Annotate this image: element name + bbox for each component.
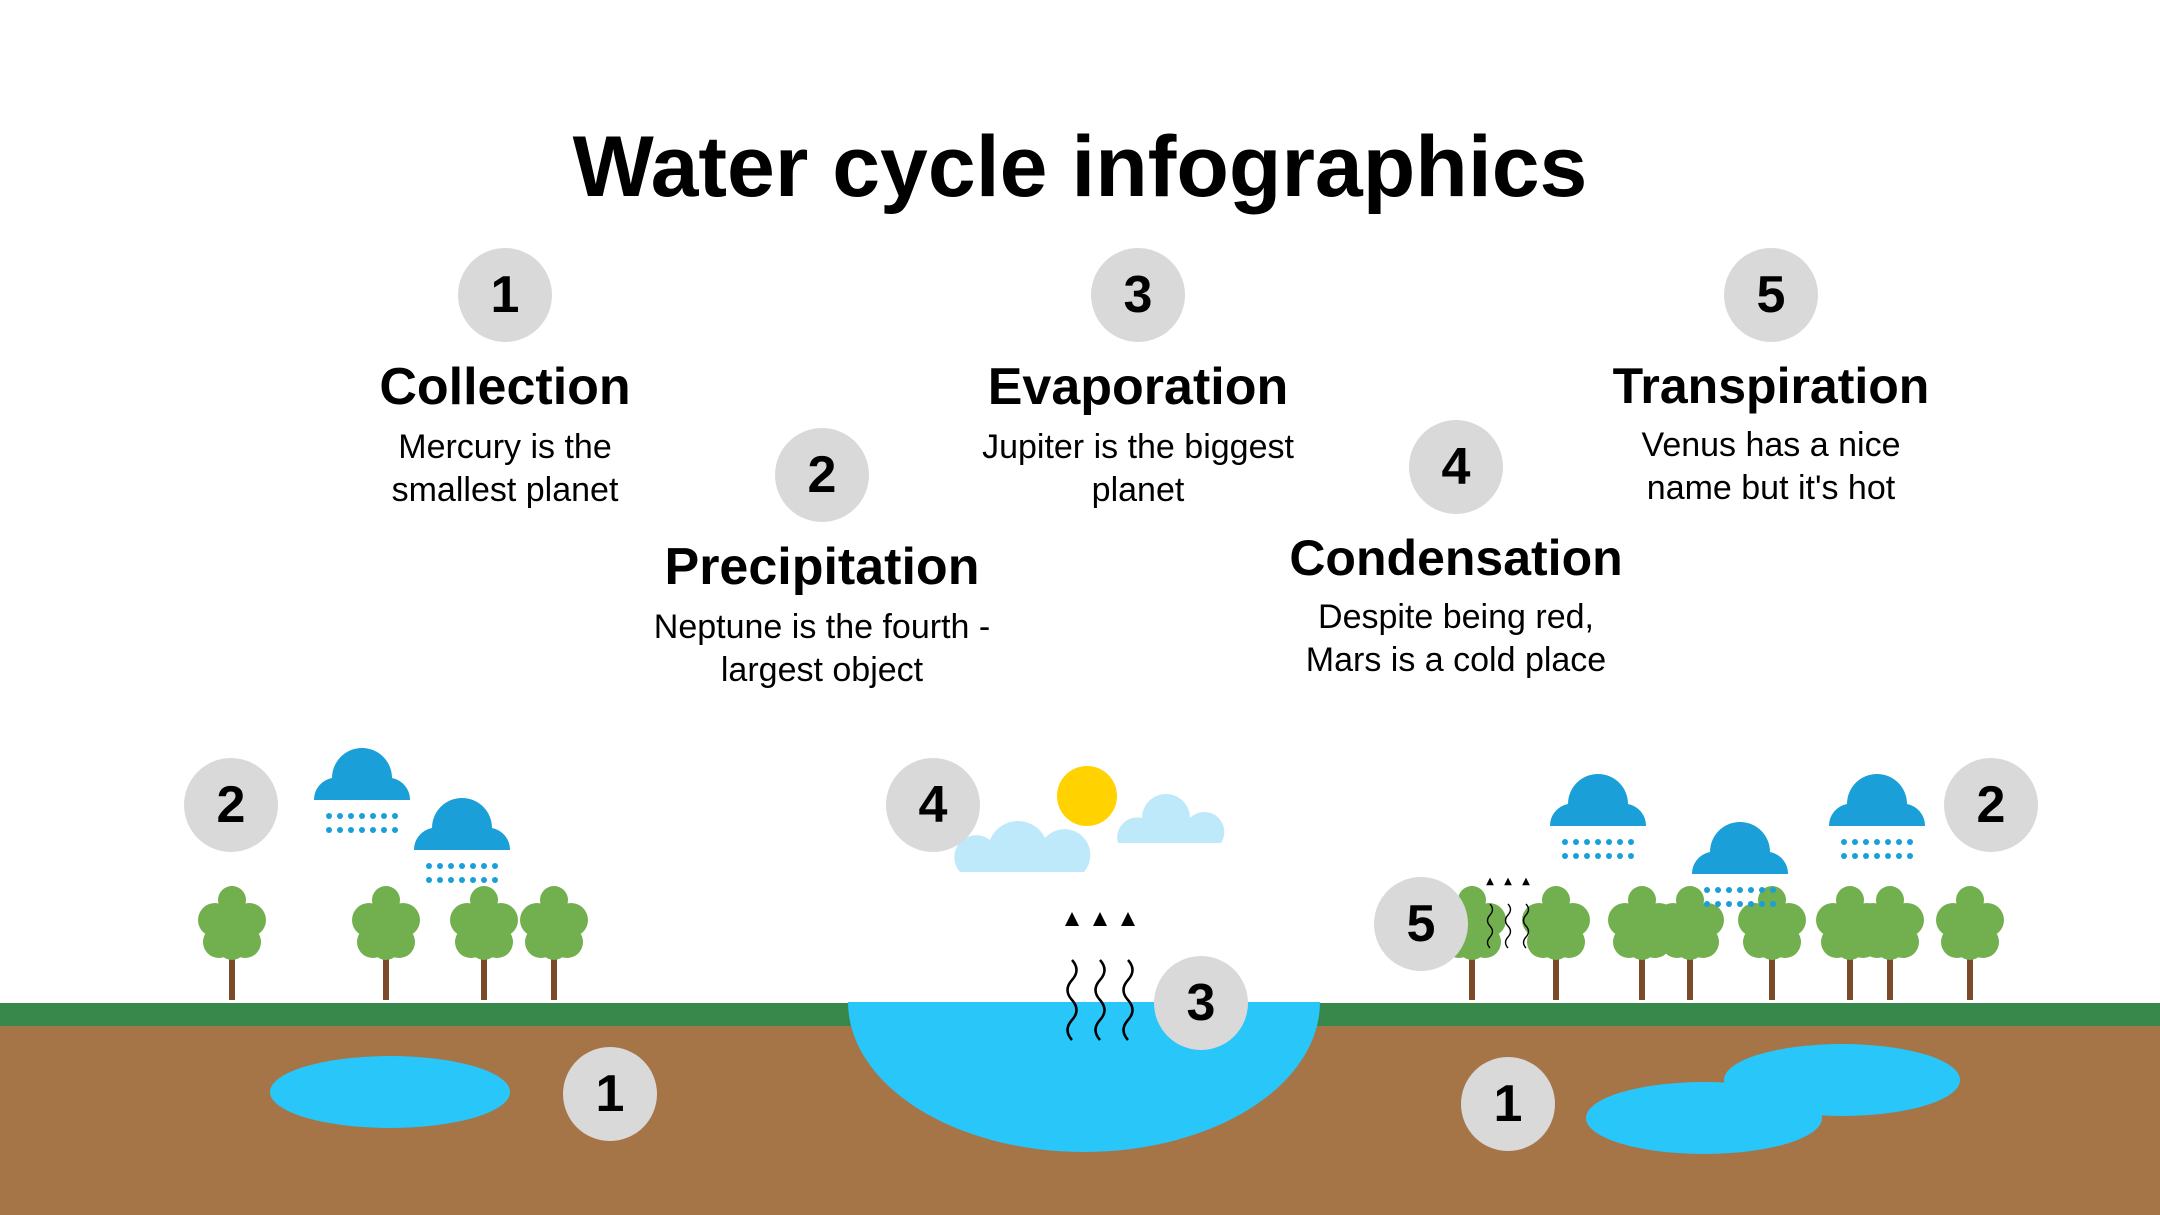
step-description: Neptune is the fourth -largest object [653,608,991,690]
tree-icon [198,886,266,1000]
step-number-badge: 5 [1724,248,1818,342]
page-title: Water cycle infographics [572,119,1588,215]
scene-badge-evaporation: 3 [1154,956,1248,1050]
step-title: Collection [379,358,631,416]
step-precipitation: 2 Precipitation Neptune is the fourth -l… [622,428,1022,692]
scene-badge-collection: 1 [1461,1057,1555,1151]
tree-icon [450,886,518,1000]
step-description: Mercury is the smallest planet [391,428,619,510]
cloud-icon [954,820,1091,872]
tree-icon [352,886,420,1000]
step-condensation: 4 Condensation Despite being red, Mars i… [1256,420,1656,682]
step-collection: 1 Collection Mercury is the smallest pla… [305,248,705,512]
step-title: Precipitation [664,538,980,596]
scene-badge-precipitation: 2 [184,758,278,852]
step-number-badge: 4 [1409,420,1503,514]
transpiration-arrow-icon [1503,876,1513,949]
step-title: Condensation [1289,530,1623,586]
step-description: Despite being red, Mars is a cold place [1305,598,1607,679]
underground-pool [270,1056,510,1128]
scene-badge-precipitation: 2 [1944,758,2038,852]
cloud-icon [1117,794,1225,843]
underground-pool [1586,1082,1822,1154]
step-description: Venus has a nice name but it's hot [1641,426,1901,507]
rain-cloud-icon [413,798,511,883]
scene-badge-collection: 1 [563,1047,657,1141]
scene-badge-condensation: 4 [886,758,980,852]
step-number-badge: 2 [775,428,869,522]
step-evaporation: 3 Evaporation Jupiter is the biggest pla… [938,248,1338,512]
scene-badge-transpiration: 5 [1374,877,1468,971]
tree-icon [1936,886,2004,1000]
rain-cloud-icon [1549,774,1647,859]
step-description: Jupiter is the biggest planet [982,428,1294,510]
rain-cloud-icon [1828,774,1926,859]
step-title: Evaporation [987,358,1289,416]
step-number-badge: 3 [1091,248,1185,342]
step-transpiration: 5 Transpiration Venus has a nice name bu… [1571,248,1971,510]
step-number-badge: 1 [458,248,552,342]
rain-cloud-icon [313,748,411,833]
sun-icon [1057,766,1117,826]
tree-icon [1522,886,1590,1000]
tree-icon [1656,886,1724,1000]
step-title: Transpiration [1612,358,1930,414]
tree-icon [520,886,588,1000]
